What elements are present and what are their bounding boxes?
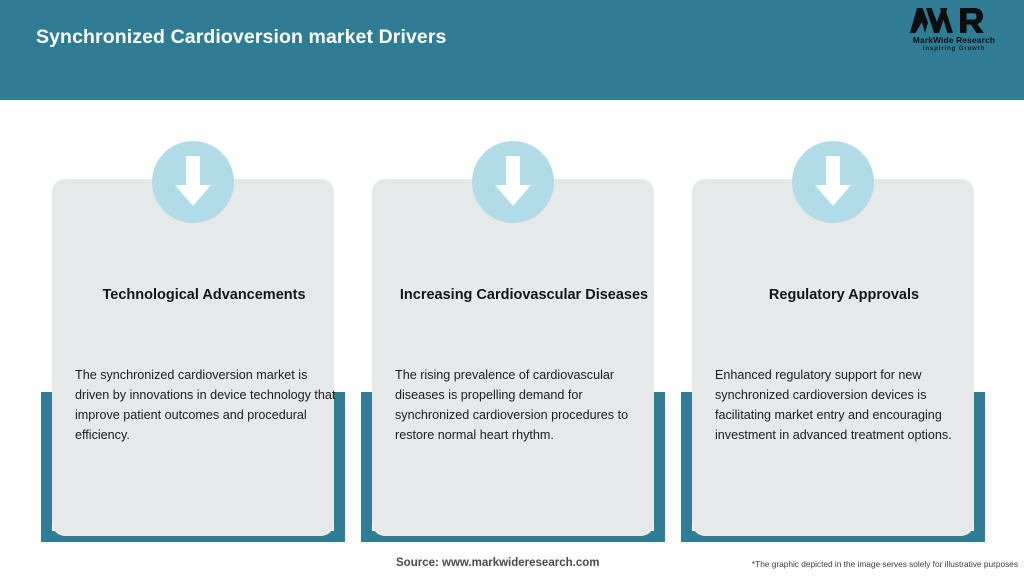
- logo-company-name: MarkWide Research: [912, 35, 996, 45]
- driver-card-3[interactable]: Regulatory Approvals Enhanced regulatory…: [681, 141, 985, 543]
- card-accent-frame: [681, 392, 985, 542]
- card-title: Increasing Cardiovascular Diseases: [399, 287, 649, 303]
- card-title: Regulatory Approvals: [768, 287, 920, 303]
- mwr-logo-icon: [902, 8, 1006, 34]
- arrow-down-icon: [152, 141, 234, 223]
- driver-card-2[interactable]: Increasing Cardiovascular Diseases The r…: [361, 141, 665, 543]
- card-description: The synchronized cardioversion market is…: [75, 368, 336, 442]
- disclaimer-note: *The graphic depicted in the image serve…: [751, 559, 1018, 569]
- page-title: Synchronized Cardioversion market Driver…: [36, 26, 447, 48]
- driver-card-1[interactable]: Technological Advancements The synchroni…: [41, 141, 345, 543]
- drivers-card-row: Technological Advancements The synchroni…: [0, 100, 1024, 543]
- arrow-down-icon: [472, 141, 554, 223]
- card-panel: Increasing Cardiovascular Diseases The r…: [372, 179, 654, 536]
- logo-tagline: Inspiring Growth: [922, 46, 986, 52]
- card-accent-frame: [41, 392, 345, 542]
- brand-logo: MarkWide Research Inspiring Growth: [902, 8, 1006, 52]
- header-bar: Synchronized Cardioversion market Driver…: [0, 0, 1024, 100]
- card-description: The rising prevalence of cardiovascular …: [395, 368, 629, 442]
- card-accent-frame: [361, 392, 665, 542]
- card-panel: Regulatory Approvals Enhanced regulatory…: [692, 179, 974, 536]
- arrow-down-icon: [792, 141, 874, 223]
- source-label: Source: www.markwideresearch.com: [396, 557, 600, 569]
- card-description: Enhanced regulatory support for new sync…: [715, 368, 952, 442]
- card-title: Technological Advancements: [102, 287, 306, 303]
- card-panel: Technological Advancements The synchroni…: [52, 179, 335, 536]
